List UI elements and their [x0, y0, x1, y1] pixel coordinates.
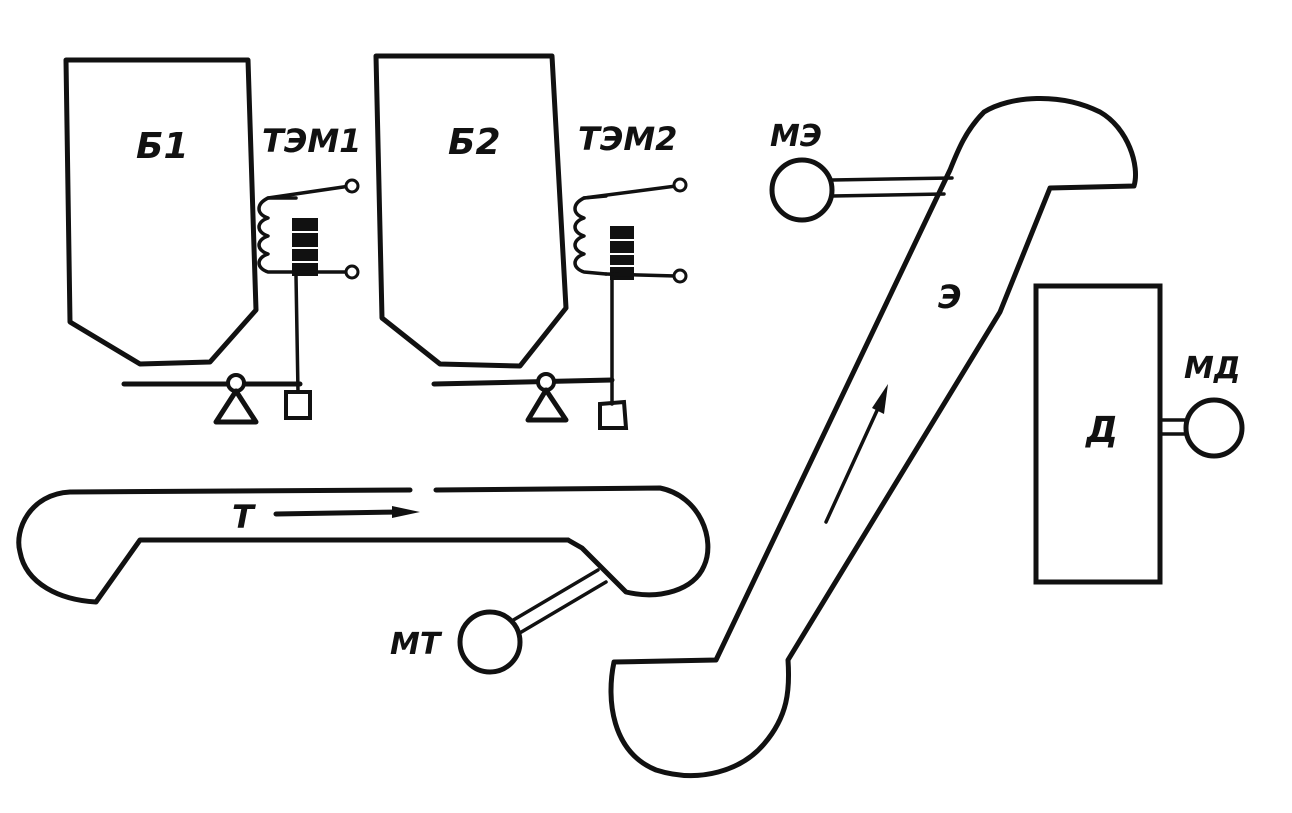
valve-2-solenoid	[573, 177, 688, 406]
mixer-label: Д	[1085, 410, 1118, 451]
bunker-1	[63, 57, 259, 367]
conveyor	[16, 485, 711, 636]
mixer-motor	[1183, 397, 1245, 459]
mixer	[1033, 283, 1163, 585]
conveyor-label: Т	[232, 498, 256, 536]
elevator-motor-label: МЭ	[770, 119, 822, 154]
valve-1-label: ТЭМ1	[262, 122, 361, 160]
valve-2-label: ТЭМ2	[578, 120, 677, 158]
elevator	[608, 96, 1138, 778]
bunker-2-label: Б2	[448, 122, 501, 163]
conveyor-motor-label: МТ	[390, 627, 443, 662]
valve-1-solenoid	[257, 178, 360, 394]
bunker-2-gate	[431, 372, 629, 430]
elevator-label: Э	[938, 278, 961, 316]
mixer-motor-label: МД	[1184, 351, 1241, 386]
conveyor-motor	[457, 609, 523, 675]
elevator-motor	[769, 157, 835, 223]
bunker-1-label: Б1	[136, 126, 189, 167]
bunker-2	[373, 53, 569, 369]
bunker-1-gate	[121, 373, 312, 425]
